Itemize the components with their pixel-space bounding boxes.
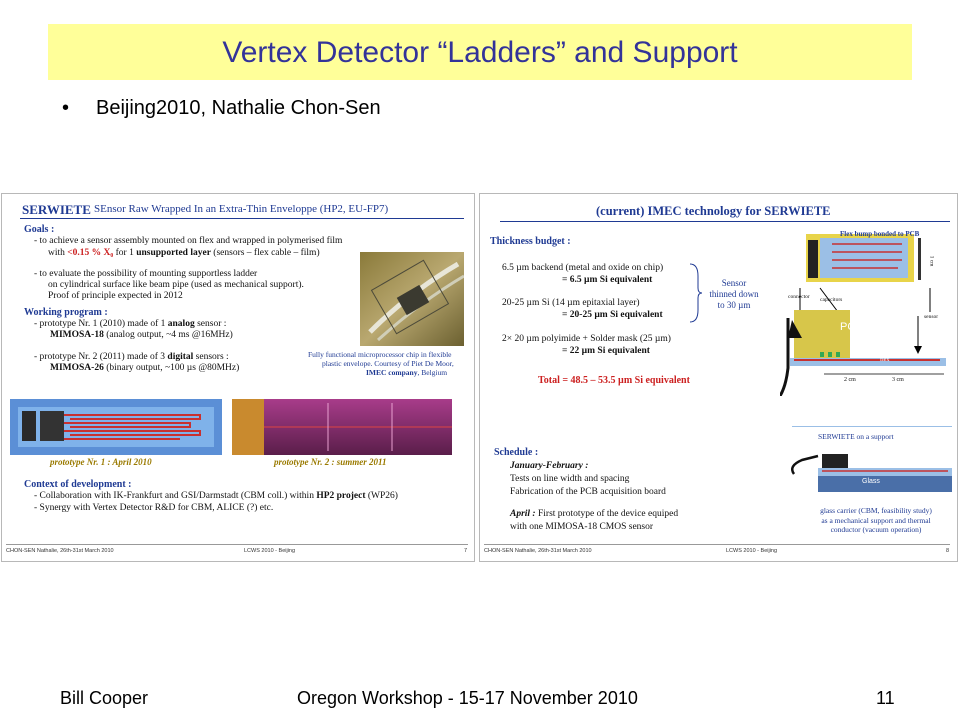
label-2cm: 2 cm	[844, 377, 856, 383]
schedule-line-4: April : First prototype of the device eq…	[510, 509, 679, 519]
budget-line-2b: = 20-25 µm Si equivalent	[562, 310, 663, 320]
total-thickness: Total = 48.5 – 53.5 µm Si equivalent	[538, 375, 690, 386]
brace-note: Sensor thinned down to 30 µm	[709, 278, 759, 310]
goals-line-5: Proof of principle expected in 2012	[48, 291, 183, 301]
schedule-line-3: Fabrication of the PCB acquisition board	[510, 487, 666, 497]
schedule-line-2: Tests on line width and spacing	[510, 474, 630, 484]
footer-event: Oregon Workshop - 15-17 November 2010	[297, 688, 638, 708]
footer-rule	[6, 544, 468, 545]
prototype-2-caption: prototype Nr. 2 : summer 2011	[274, 457, 387, 467]
prototype-2-image	[232, 399, 452, 455]
bullet-marker: •	[62, 97, 70, 119]
schedule-heading: Schedule :	[494, 447, 539, 458]
budget-heading: Thickness budget :	[490, 236, 571, 247]
label-capacitors: capacitors	[820, 297, 843, 303]
slide-footer-mid: LCWS 2010 - Beijing	[244, 548, 296, 554]
program-heading: Working program :	[24, 307, 108, 318]
program-line-1: - prototype Nr. 1 (2010) made of 1 analo…	[34, 319, 227, 329]
context-line-1: - Collaboration with IK-Frankfurt and GS…	[34, 491, 398, 501]
budget-line-3a: 2× 20 µm polyimide + Solder mask (25 µm)	[502, 334, 671, 344]
page-title: Vertex Detector “Ladders” and Support	[222, 36, 738, 69]
program-line-3: - prototype Nr. 2 (2011) made of 3 digit…	[34, 352, 229, 362]
flex-pcb-diagram	[780, 234, 946, 396]
footer-author: Bill Cooper	[60, 688, 149, 708]
title-rule	[20, 218, 464, 219]
label-1cm: 1 cm	[928, 255, 935, 267]
slide-footer-left: CHON-SEN Nathalie, 26th-31st March 2010	[6, 548, 114, 554]
thickness-brace	[689, 263, 703, 323]
title-banner: Vertex Detector “Ladders” and Support	[48, 24, 912, 80]
prototype-1-caption: prototype Nr. 1 : April 2010	[50, 457, 152, 467]
label-pcb: PCB	[840, 321, 863, 333]
embedded-slide-imec-technology: (current) IMEC technology for SERWIETE T…	[479, 193, 958, 562]
goals-line-3: - to evaluate the possibility of mountin…	[34, 269, 258, 279]
diagram-title: Flex bump bonded to PCB	[840, 230, 920, 238]
bullet-text: Beijing2010, Nathalie Chon-Sen	[96, 97, 381, 119]
support-rule	[792, 426, 952, 427]
schedule-line-5: with one MIMOSA-18 CMOS sensor	[510, 522, 654, 532]
glass-carrier-note: glass carrier (CBM, feasibility study) a…	[820, 506, 932, 534]
slide-footer-mid: LCWS 2010 - Beijing	[726, 548, 778, 554]
slide-footer-left: CHON-SEN Nathalie, 26th-31st March 2010	[484, 548, 592, 554]
glass-support-diagram	[791, 454, 952, 492]
slide-page-number: 7	[464, 548, 468, 554]
slide-page-number: 8	[946, 548, 950, 554]
goals-line-4: on cylindrical surface like beam pipe (u…	[48, 280, 304, 290]
slide-title: (current) IMEC technology for SERWIETE	[596, 204, 831, 218]
photo-caption: Fully functional microprocessor chip in …	[308, 350, 454, 377]
program-line-4: MIMOSA-26 (binary output, ~100 µs @80MHz…	[50, 363, 240, 373]
budget-line-1a: 6.5 µm backend (metal and oxide on chip)	[502, 263, 664, 273]
goals-line-1: - to achieve a sensor assembly mounted o…	[34, 236, 343, 246]
goals-line-2: with <0.15 % X₀ for 1 unsupported layer …	[48, 248, 320, 258]
slide-title: SERWIETE	[22, 202, 91, 217]
budget-line-1b: = 6.5 µm Si equivalent	[562, 275, 653, 285]
footer-page-number: 11	[876, 688, 895, 708]
prototype-1-image	[10, 399, 222, 455]
label-connector: connector	[788, 294, 810, 300]
budget-line-3b: = 22 µm Si equivalent	[562, 346, 650, 356]
footer-rule	[484, 544, 950, 545]
schedule-line-1: January-February :	[510, 461, 589, 471]
budget-line-2a: 20-25 µm Si (14 µm epitaxial layer)	[502, 298, 640, 308]
context-line-2: - Synergy with Vertex Detector R&D for C…	[34, 503, 274, 513]
label-3cm: 3 cm	[892, 377, 904, 383]
label-glass: Glass	[862, 478, 880, 485]
label-flex: flex	[880, 357, 890, 363]
title-rule	[500, 221, 950, 222]
goals-heading: Goals :	[24, 224, 55, 235]
slide-subtitle: SEnsor Raw Wrapped In an Extra-Thin Enve…	[94, 203, 389, 215]
context-heading: Context of development :	[24, 479, 132, 490]
embedded-slide-serwiete-overview: SERWIETE SEnsor Raw Wrapped In an Extra-…	[1, 193, 475, 562]
label-sensor: sensor	[924, 314, 939, 320]
program-line-2: MIMOSA-18 (analog output, ~4 ms @16MHz)	[50, 330, 233, 340]
flexible-chip-photo	[360, 252, 464, 346]
support-title: SERWIETE on a support	[818, 432, 894, 441]
